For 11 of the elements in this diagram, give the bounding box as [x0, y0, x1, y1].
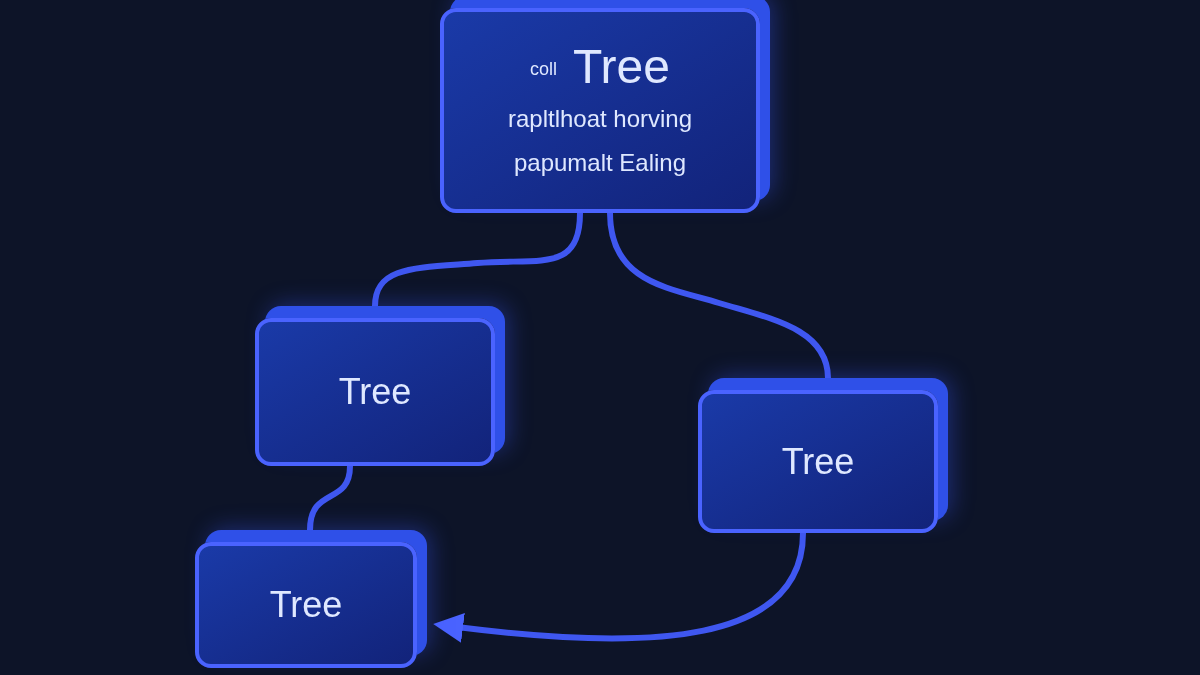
- node-text: rapltlhoat horving: [507, 103, 693, 134]
- node-title: Tree: [573, 42, 670, 91]
- node-title: Tree: [338, 372, 412, 412]
- small-label: coll: [530, 57, 558, 81]
- node-title: Tree: [269, 585, 343, 625]
- connector: [607, 210, 831, 381]
- node-title: Tree: [781, 441, 855, 482]
- connector: [433, 530, 806, 643]
- connector: [372, 210, 583, 309]
- connector: [307, 463, 353, 533]
- node-text: papumalt Ealing: [513, 147, 687, 178]
